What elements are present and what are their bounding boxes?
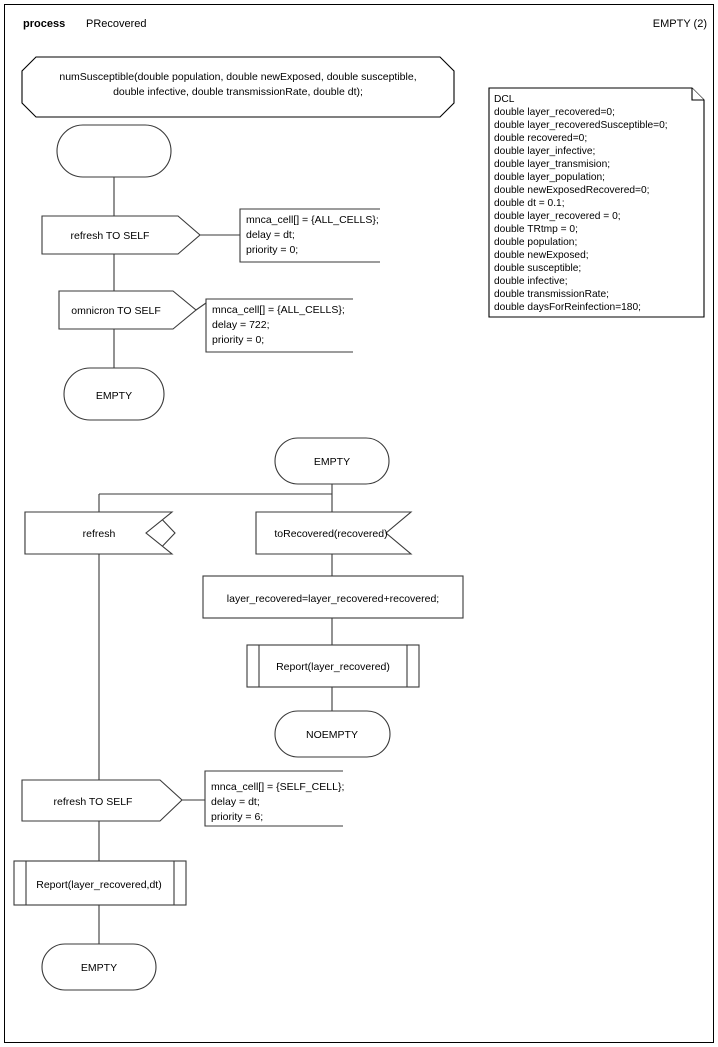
signal-declaration-line1: numSusceptible(double population, double… (59, 71, 416, 83)
process-name: PRecovered (86, 18, 147, 30)
output-refresh-to-self-2-label: refresh TO SELF (54, 796, 133, 808)
call-report-2: Report(layer_recovered,dt) (13, 860, 187, 906)
note-refresh-1-line: priority = 0; (246, 244, 298, 256)
note-refresh-2-line: mnca_cell[] = {SELF_CELL}; (211, 781, 344, 793)
output-refresh-to-self-1-label: refresh TO SELF (71, 230, 150, 242)
signal-declaration-line2: double infective, double transmissionRat… (113, 86, 363, 98)
dcl-line: double layer_transmision; (494, 159, 610, 170)
note-omnicron-line: delay = 722; (212, 319, 270, 331)
dcl-line: double TRtmp = 0; (494, 224, 578, 235)
note-refresh-2: mnca_cell[] = {SELF_CELL}; delay = dt; p… (204, 770, 344, 827)
process-keyword: process (23, 18, 65, 30)
dcl-line: double population; (494, 237, 577, 248)
dcl-line: double newExposedRecovered=0; (494, 185, 649, 196)
signal-declaration-shape: numSusceptible(double population, double… (21, 56, 455, 118)
note-refresh-1-line: mnca_cell[] = {ALL_CELLS}; (246, 214, 379, 226)
output-refresh-to-self-2: refresh TO SELF (21, 779, 183, 822)
input-to-recovered: toRecovered(recovered) (255, 511, 413, 555)
state-empty-2: EMPTY (274, 437, 390, 485)
dcl-line: double daysForReinfection=180; (494, 302, 641, 313)
connector-note-omnicron (195, 302, 207, 311)
task-layer-recovered-label: layer_recovered=layer_recovered+recovere… (227, 593, 439, 605)
state-empty-1-label: EMPTY (96, 390, 132, 402)
start-state-oval (56, 124, 172, 178)
dcl-line: double newExposed; (494, 250, 589, 261)
diagram-frame (4, 4, 714, 1043)
dcl-line: double layer_population; (494, 172, 605, 183)
dcl-line: double recovered=0; (494, 133, 587, 144)
state-noempty-label: NOEMPTY (306, 729, 358, 741)
state-noempty: NOEMPTY (274, 710, 391, 758)
dcl-line: double transmissionRate; (494, 289, 609, 300)
dcl-line: double infective; (494, 276, 568, 287)
dcl-line: double dt = 0.1; (494, 198, 565, 209)
state-empty-1: EMPTY (63, 367, 165, 421)
dcl-line: double layer_infective; (494, 146, 595, 157)
note-refresh-1: mnca_cell[] = {ALL_CELLS}; delay = dt; p… (239, 208, 380, 263)
task-layer-recovered: layer_recovered=layer_recovered+recovere… (202, 575, 464, 619)
note-omnicron: mnca_cell[] = {ALL_CELLS}; delay = 722; … (205, 298, 353, 353)
output-refresh-to-self-1: refresh TO SELF (41, 215, 201, 255)
dcl-title: DCL (494, 94, 515, 105)
state-empty-2-label: EMPTY (314, 456, 350, 468)
input-refresh-label: refresh (83, 528, 116, 540)
dcl-note: DCL double layer_recovered=0; double lay… (488, 87, 705, 318)
corner-state-label: EMPTY (2) (653, 18, 707, 30)
input-to-recovered-label: toRecovered(recovered) (274, 528, 387, 540)
output-omnicron-to-self: omnicron TO SELF (58, 290, 197, 330)
note-refresh-1-line: delay = dt; (246, 229, 295, 241)
output-omnicron-to-self-label: omnicron TO SELF (71, 305, 160, 317)
note-refresh-2-line: priority = 6; (211, 811, 263, 823)
input-refresh: refresh (24, 511, 176, 555)
dcl-line: double layer_recoveredSusceptible=0; (494, 120, 668, 131)
state-empty-3: EMPTY (41, 943, 157, 991)
dcl-line: double susceptible; (494, 263, 581, 274)
state-empty-3-label: EMPTY (81, 962, 117, 974)
dcl-line: double layer_recovered=0; (494, 107, 615, 118)
note-refresh-2-line: delay = dt; (211, 796, 260, 808)
call-report-2-label: Report(layer_recovered,dt) (36, 879, 161, 891)
dcl-line: double layer_recovered = 0; (494, 211, 621, 222)
dcl-lines: double layer_recovered=0; double layer_r… (494, 107, 668, 313)
note-omnicron-line: mnca_cell[] = {ALL_CELLS}; (212, 304, 345, 316)
call-report-1-label: Report(layer_recovered) (276, 661, 390, 673)
note-omnicron-line: priority = 0; (212, 334, 264, 346)
call-report-1: Report(layer_recovered) (246, 644, 420, 688)
